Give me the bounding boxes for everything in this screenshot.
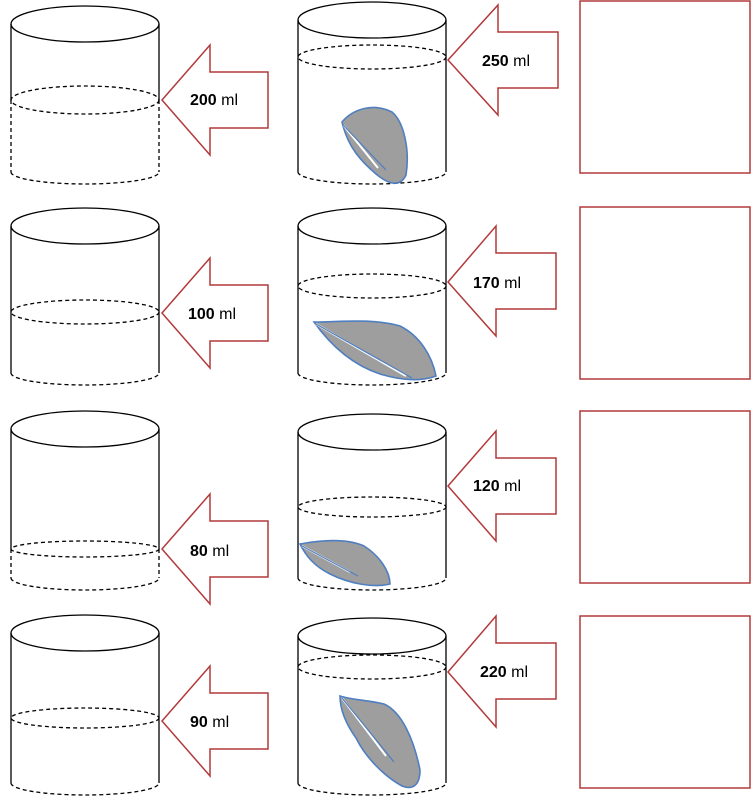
unit-label: ml <box>212 714 229 731</box>
arrow-after: 120 ml <box>447 429 557 543</box>
unit-label: ml <box>504 478 521 495</box>
cylinder-with-object <box>297 413 447 591</box>
volume-before: 100 <box>188 306 215 323</box>
unit-label: ml <box>513 53 530 70</box>
arrow-after: 250 ml <box>446 3 559 117</box>
leaf-object <box>339 694 421 789</box>
volume-before: 80 <box>190 543 208 560</box>
cylinder-with-object <box>297 1 447 185</box>
row-3: 80 ml 120 ml <box>10 410 751 606</box>
svg-text:200 ml: 200 ml <box>190 92 238 109</box>
unit-label: ml <box>504 275 521 292</box>
volume-after: 120 <box>473 478 500 495</box>
cylinder-with-object <box>297 617 447 796</box>
arrow-after: 220 ml <box>447 613 557 729</box>
cylinder-with-object <box>297 207 447 386</box>
leaf-object <box>341 106 409 184</box>
unit-label: ml <box>221 92 238 109</box>
volume-before: 90 <box>190 714 208 731</box>
volume-after: 170 <box>473 275 500 292</box>
leaf-object <box>312 320 437 381</box>
cylinder-water-only <box>10 614 160 796</box>
unit-label: ml <box>212 543 229 560</box>
svg-text:100 ml: 100 ml <box>188 306 236 323</box>
answer-box[interactable] <box>579 615 751 789</box>
row-2: 100 ml 170 ml <box>10 206 751 386</box>
svg-text:80 ml: 80 ml <box>190 543 229 560</box>
svg-text:220 ml: 220 ml <box>480 664 528 681</box>
svg-text:120 ml: 120 ml <box>473 478 521 495</box>
cylinder-water-only <box>10 207 160 386</box>
arrow-before: 200 ml <box>161 43 269 157</box>
svg-text:90 ml: 90 ml <box>190 714 229 731</box>
arrow-after: 170 ml <box>447 223 557 338</box>
unit-label: ml <box>219 306 236 323</box>
svg-text:250 ml: 250 ml <box>482 53 530 70</box>
answer-box[interactable] <box>579 410 751 584</box>
unit-label: ml <box>511 664 528 681</box>
svg-text:170 ml: 170 ml <box>473 275 521 292</box>
volume-after: 220 <box>480 664 507 681</box>
cylinder-water-only <box>10 410 160 591</box>
cylinder-water-only <box>10 5 160 185</box>
arrow-before: 90 ml <box>161 664 269 778</box>
arrow-before: 100 ml <box>161 256 269 370</box>
volume-before: 200 <box>190 92 217 109</box>
row-1: 200 ml 250 ml <box>10 0 751 185</box>
leaf-object <box>298 539 391 587</box>
row-4: 90 ml 220 ml <box>10 613 751 796</box>
answer-box[interactable] <box>579 0 751 174</box>
volume-after: 250 <box>482 53 509 70</box>
arrow-before: 80 ml <box>161 492 269 606</box>
answer-box[interactable] <box>579 206 751 380</box>
